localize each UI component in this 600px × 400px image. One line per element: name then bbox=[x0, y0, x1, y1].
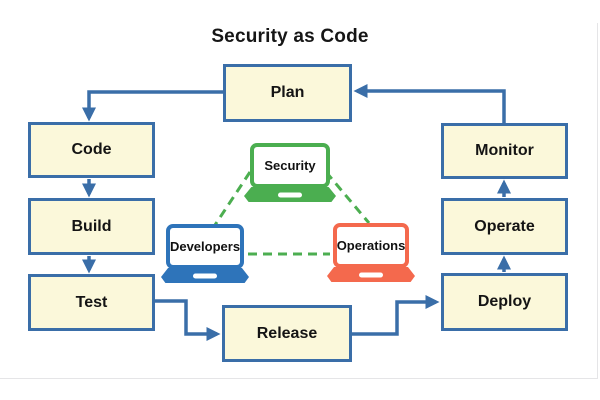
flow-box-monitor-label: Monitor bbox=[475, 142, 534, 159]
security-laptop-screen: Security bbox=[250, 143, 330, 188]
flow-box-code: Code bbox=[28, 122, 155, 178]
flow-box-build: Build bbox=[28, 198, 155, 255]
flow-box-plan-label: Plan bbox=[270, 84, 305, 101]
security-label: Security bbox=[264, 158, 316, 173]
flow-box-test: Test bbox=[28, 274, 155, 331]
flow-box-deploy-label: Deploy bbox=[477, 293, 532, 310]
operations-label: Operations bbox=[336, 238, 406, 253]
security-laptop-icon: Security bbox=[244, 143, 336, 202]
operations-laptop-notch bbox=[359, 272, 383, 277]
developers-laptop-icon: Developers bbox=[161, 224, 249, 283]
arrow-release-to-deploy bbox=[352, 295, 440, 336]
flow-box-operate-label: Operate bbox=[474, 217, 535, 235]
security-laptop-notch bbox=[278, 192, 302, 197]
link-security-operations bbox=[324, 171, 371, 224]
security-laptop-base bbox=[244, 187, 336, 202]
flow-box-deploy: Deploy bbox=[441, 273, 568, 331]
frame-border-bottom bbox=[0, 378, 598, 379]
flow-box-plan: Plan bbox=[223, 64, 352, 122]
flow-box-release: Release bbox=[222, 305, 352, 362]
developers-laptop-notch bbox=[193, 273, 217, 278]
operations-laptop-screen: Operations bbox=[333, 223, 409, 268]
link-security-developers bbox=[213, 171, 252, 226]
flow-box-build-label: Build bbox=[71, 217, 112, 235]
operations-laptop-base bbox=[327, 267, 415, 282]
flow-box-operate: Operate bbox=[441, 198, 568, 255]
frame-border-right bbox=[597, 23, 598, 379]
arrow-test-to-release bbox=[155, 299, 221, 341]
flow-box-code-label: Code bbox=[71, 141, 112, 158]
flow-box-test-label: Test bbox=[75, 293, 108, 311]
arrow-plan-to-code bbox=[82, 90, 223, 122]
operations-laptop-icon: Operations bbox=[327, 223, 415, 282]
flow-box-monitor: Monitor bbox=[441, 123, 568, 179]
developers-label: Developers bbox=[169, 239, 241, 254]
developers-laptop-base bbox=[161, 268, 249, 283]
flow-box-release-label: Release bbox=[256, 324, 318, 342]
diagram-title: Security as Code bbox=[211, 26, 369, 47]
developers-laptop-screen: Developers bbox=[166, 224, 244, 269]
arrow-monitor-to-plan bbox=[353, 84, 506, 123]
